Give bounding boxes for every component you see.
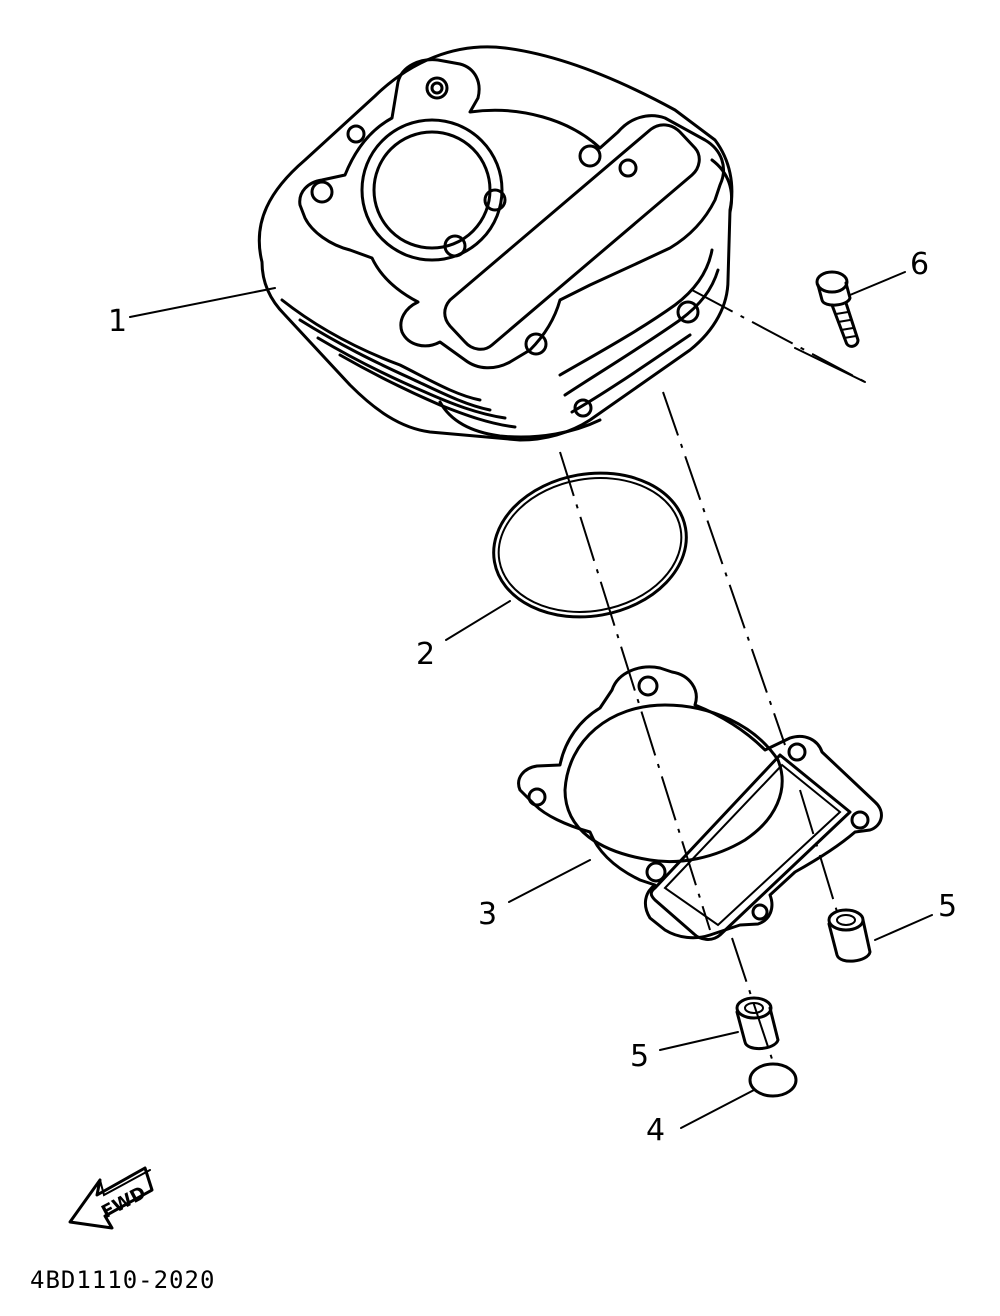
- callout-5-left: 5: [630, 1039, 649, 1074]
- o-ring-part[interactable]: [482, 458, 698, 632]
- callout-1: 1: [108, 304, 127, 339]
- callout-5-right: 5: [938, 889, 957, 924]
- dowel-pin-part-right[interactable]: [827, 908, 872, 963]
- diagram-code: 4BD1110-2020: [30, 1266, 215, 1294]
- dowel-pin-part-left[interactable]: [735, 996, 780, 1050]
- assembly-lines: [559, 289, 866, 1063]
- callout-6: 6: [910, 247, 929, 282]
- callout-2: 2: [416, 637, 435, 672]
- bolt-part[interactable]: [815, 270, 860, 348]
- plug-part[interactable]: [748, 1062, 798, 1098]
- cylinder-part[interactable]: [257, 45, 734, 442]
- base-gasket-part[interactable]: [517, 665, 883, 941]
- callout-3: 3: [478, 897, 497, 932]
- forward-arrow-icon: FWD: [68, 1166, 154, 1230]
- callout-4: 4: [646, 1113, 665, 1148]
- leader-lines: [129, 271, 933, 1129]
